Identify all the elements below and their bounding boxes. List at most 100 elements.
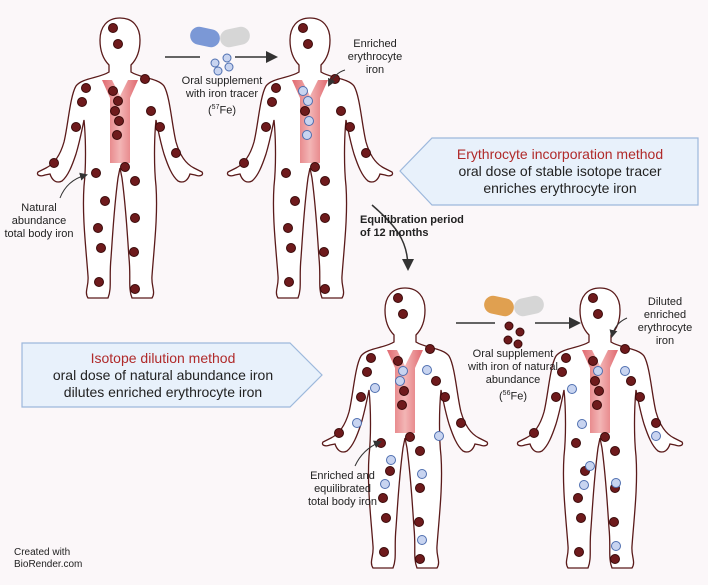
natural-iron-dot xyxy=(286,243,296,253)
natural-iron-dot xyxy=(385,466,395,476)
natural-iron-dot xyxy=(112,130,122,140)
natural-iron-dot xyxy=(146,106,156,116)
tracer-iron-dot xyxy=(577,419,587,429)
natural-iron-dot xyxy=(393,293,403,303)
text: erythrocyte xyxy=(347,51,403,63)
label-oral-tracer: Oral supplement with iron tracer (57Fe) xyxy=(172,75,272,118)
natural-iron-dot xyxy=(284,277,294,287)
natural-iron-dot xyxy=(303,39,313,49)
tracer-iron-dot xyxy=(395,376,405,386)
natural-iron-dot xyxy=(588,356,598,366)
natural-iron-dot xyxy=(651,418,661,428)
text: abundance xyxy=(11,215,67,227)
natural-isotope: (56Fe) xyxy=(499,390,527,403)
isotope-element: Fe xyxy=(510,390,524,403)
isotope-mass: 56 xyxy=(502,390,511,397)
label-diluted-rbc: Diluted enriched erythrocyte iron xyxy=(625,296,705,348)
callout-incorporation: Erythrocyte incorporation method oral do… xyxy=(425,146,695,197)
capsule-iron-dot xyxy=(222,53,232,63)
tracer-iron-dot xyxy=(585,461,595,471)
natural-iron-dot xyxy=(110,106,120,116)
natural-iron-dot xyxy=(300,106,310,116)
tracer-iron-dot xyxy=(398,366,408,376)
tracer-iron-dot xyxy=(352,418,362,428)
callout-text: oral dose of natural abundance iron xyxy=(52,367,274,383)
natural-iron-dot xyxy=(366,353,376,363)
capsule-iron-dot xyxy=(515,327,525,337)
text: Oral supplement xyxy=(472,348,554,360)
natural-iron-dot xyxy=(140,74,150,84)
natural-iron-dot xyxy=(281,168,291,178)
text: equilibrated xyxy=(314,483,371,495)
natural-iron-dot xyxy=(261,122,271,132)
natural-iron-dot xyxy=(171,148,181,158)
text: total body iron xyxy=(307,496,378,508)
tracer-iron-dot xyxy=(434,431,444,441)
natural-iron-dot xyxy=(77,97,87,107)
natural-iron-dot xyxy=(320,213,330,223)
text: Natural xyxy=(21,202,57,214)
tracer-iron-dot xyxy=(593,366,603,376)
natural-iron-dot xyxy=(431,376,441,386)
figure-diluted xyxy=(516,287,684,569)
natural-iron-dot xyxy=(336,106,346,116)
tracer-iron-dot xyxy=(579,480,589,490)
natural-iron-dot xyxy=(71,122,81,132)
natural-iron-dot xyxy=(440,392,450,402)
callout-text: oral dose of stable isotope tracer xyxy=(458,163,662,179)
natural-iron-dot xyxy=(610,554,620,564)
biorender-credit: Created with BioRender.com xyxy=(14,547,82,571)
tracer-capsule-icon xyxy=(190,26,250,48)
text: of 12 months xyxy=(360,227,429,239)
natural-iron-dot xyxy=(381,513,391,523)
natural-iron-dot xyxy=(345,122,355,132)
tracer-iron-dot xyxy=(370,383,380,393)
natural-iron-dot xyxy=(94,277,104,287)
natural-iron-dot xyxy=(361,148,371,158)
tracer-iron-dot xyxy=(567,384,577,394)
label-natural-abundance: Natural abundance total body iron xyxy=(0,202,78,241)
natural-iron-dot xyxy=(319,247,329,257)
tracer-iron-dot xyxy=(298,86,308,96)
natural-iron-dot xyxy=(113,96,123,106)
callout-title: Isotope dilution method xyxy=(90,350,236,366)
arrow-equilibration xyxy=(371,204,414,271)
callout-text: enriches erythrocyte iron xyxy=(483,180,637,196)
natural-iron-dot xyxy=(592,400,602,410)
figure-enriched xyxy=(226,17,394,299)
natural-iron-dot xyxy=(320,284,330,294)
text: Diluted xyxy=(647,296,683,308)
natural-iron-dot xyxy=(283,223,293,233)
natural-iron-dot xyxy=(620,344,630,354)
text: with iron of natural xyxy=(468,361,558,373)
natural-iron-dot xyxy=(425,344,435,354)
natural-iron-dot xyxy=(415,554,425,564)
natural-iron-dot xyxy=(114,116,124,126)
figure-equilibrated xyxy=(321,287,489,569)
natural-iron-dot xyxy=(130,284,140,294)
text: iron xyxy=(655,335,675,347)
text: erythrocyte xyxy=(637,322,693,334)
label-oral-natural: Oral supplement with iron of natural abu… xyxy=(458,348,568,404)
natural-iron-dot xyxy=(576,513,586,523)
natural-iron-dot xyxy=(414,517,424,527)
callout-incorporation-box xyxy=(399,137,699,206)
natural-capsule-icon xyxy=(484,295,544,317)
natural-iron-dot xyxy=(108,86,118,96)
tracer-iron-dot xyxy=(611,478,621,488)
tracer-iron-dot xyxy=(422,365,432,375)
natural-iron-dot xyxy=(120,162,130,172)
natural-iron-dot xyxy=(155,122,165,132)
natural-iron-dot xyxy=(397,400,407,410)
capsule-iron-dot xyxy=(210,58,220,68)
natural-iron-dot xyxy=(609,517,619,527)
natural-iron-dot xyxy=(362,367,372,377)
callout-title: Erythrocyte incorporation method xyxy=(456,146,664,162)
tracer-iron-dot xyxy=(620,366,630,376)
text: Enriched xyxy=(353,38,397,50)
tracer-iron-dot xyxy=(380,479,390,489)
natural-iron-dot xyxy=(378,493,388,503)
tracer-iron-dot xyxy=(304,116,314,126)
label-equilibration: Equilibration period of 12 months xyxy=(360,214,480,240)
